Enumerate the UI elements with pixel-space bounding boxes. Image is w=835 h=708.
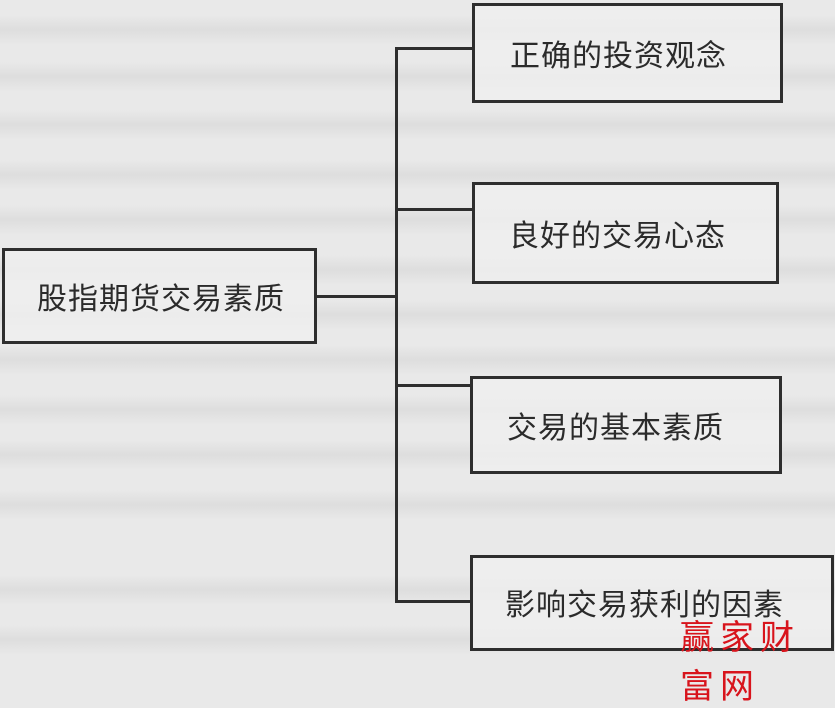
branch-connector-4 [395, 600, 473, 603]
child-node-label: 影响交易获利的因素 [505, 588, 784, 623]
root-connector [316, 295, 398, 298]
trunk-line [395, 47, 398, 603]
child-node-4: 影响交易获利的因素 [470, 555, 834, 651]
root-node: 股指期货交易素质 [2, 248, 317, 344]
child-node-label: 交易的基本素质 [507, 411, 724, 446]
child-node-2: 良好的交易心态 [472, 182, 779, 284]
child-node-1: 正确的投资观念 [472, 3, 783, 103]
child-node-3: 交易的基本素质 [470, 376, 782, 474]
background-texture [0, 490, 835, 520]
watermark-text: 赢家财富网 [680, 618, 800, 707]
branch-connector-1 [395, 47, 473, 50]
branch-connector-2 [395, 208, 473, 211]
background-texture [0, 110, 835, 140]
background-texture [0, 345, 835, 375]
branch-connector-3 [395, 384, 473, 387]
root-node-label: 股指期货交易素质 [37, 282, 285, 317]
child-node-label: 良好的交易心态 [509, 219, 726, 254]
child-node-label: 正确的投资观念 [510, 39, 727, 74]
